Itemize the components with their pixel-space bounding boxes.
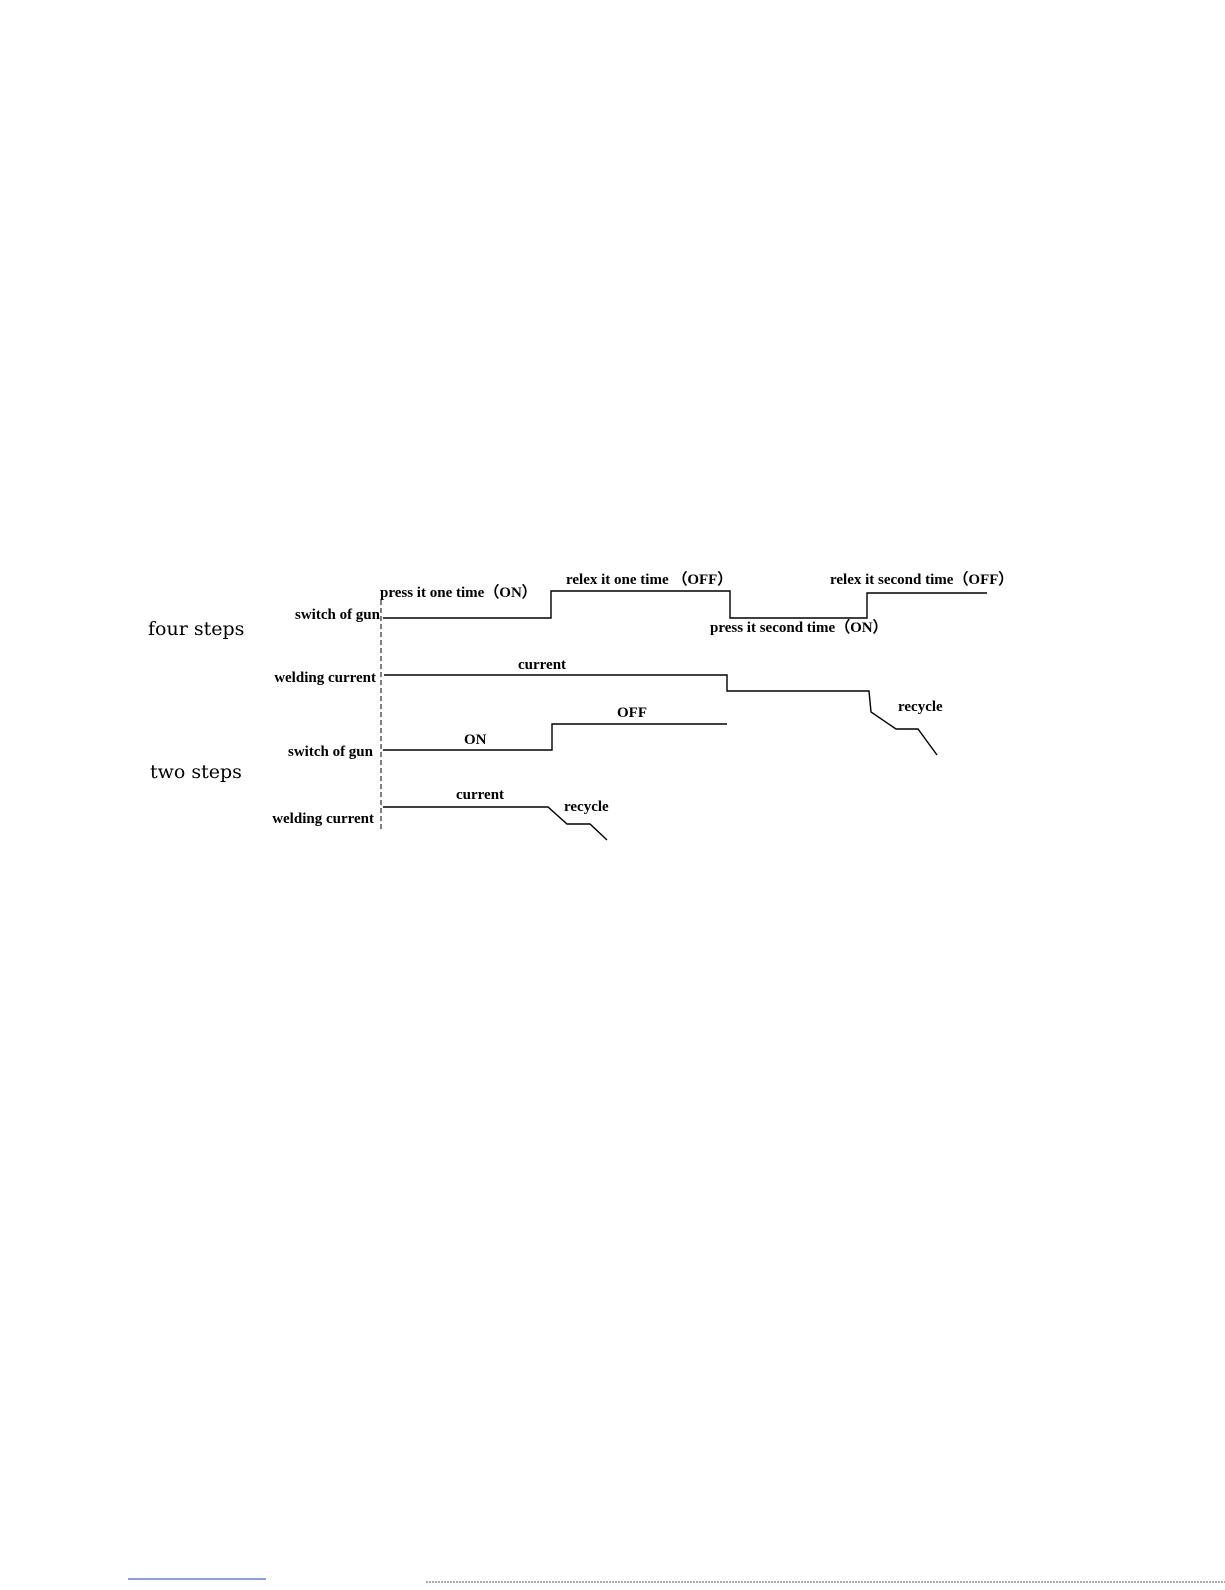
row-label-four-current: welding current: [274, 670, 376, 686]
annotation-off-two: OFF: [617, 705, 647, 721]
row-label-two-current: welding current: [272, 811, 374, 827]
annotation-current-two: current: [456, 787, 504, 803]
annotation-recycle-two: recycle: [564, 799, 609, 815]
section-label-two-steps: two steps: [150, 761, 242, 783]
annotation-press-second: press it second time（ON）: [710, 618, 888, 636]
two-steps-switch-waveform: [383, 724, 727, 750]
row-label-four-switch: switch of gun: [295, 607, 381, 623]
section-label-four-steps: four steps: [148, 618, 244, 640]
annotation-current-four: current: [518, 657, 566, 673]
annotation-relex-one: relex it one time （OFF）: [566, 570, 732, 588]
annotation-on-two: ON: [464, 732, 487, 748]
row-label-two-switch: switch of gun: [288, 744, 374, 760]
annotation-press-one: press it one time（ON）: [380, 583, 537, 601]
annotation-recycle-four: recycle: [898, 699, 943, 715]
annotation-relex-second: relex it second time（OFF）: [830, 570, 1013, 588]
